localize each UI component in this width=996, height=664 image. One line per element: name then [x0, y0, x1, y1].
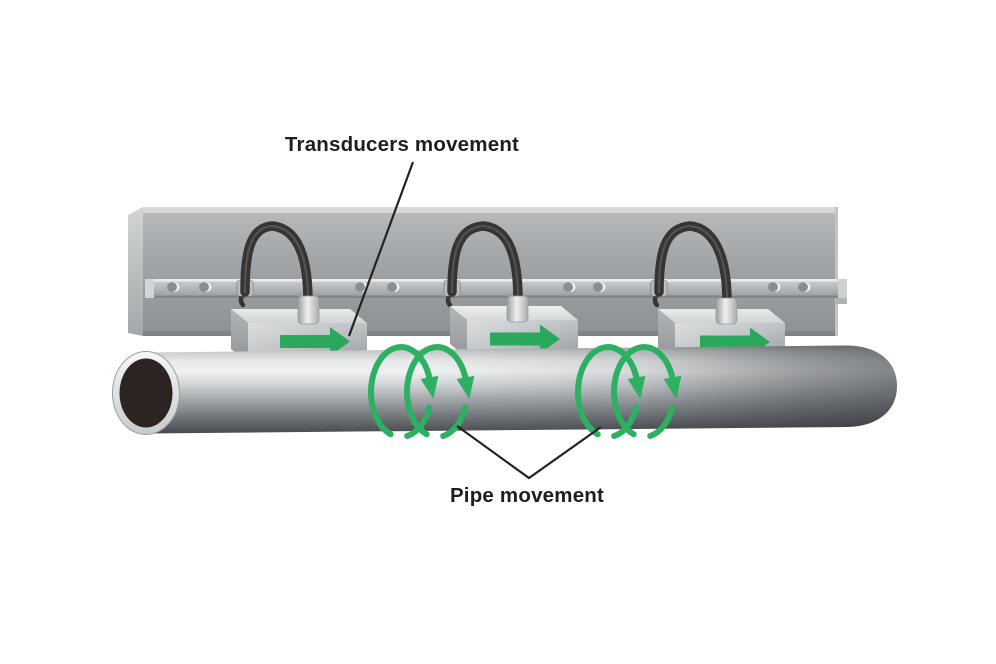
rail-right-endcap [838, 279, 847, 298]
rail-hole [768, 282, 781, 292]
rail-holes [167, 282, 811, 292]
rail-hole [593, 282, 606, 292]
right-arrow-icon [280, 327, 350, 356]
pipe-right-shading [146, 345, 897, 434]
rotation-arrow-icon [404, 344, 475, 439]
rail-hole [199, 282, 212, 292]
rail-top-highlight [145, 279, 847, 282]
rail-hole [563, 282, 576, 292]
backplate-right-edge [835, 207, 838, 336]
rotation-arrow-icon [611, 344, 682, 439]
mounting-rail [145, 279, 847, 304]
loop-arc-tail [647, 404, 676, 439]
cable-connector [297, 295, 320, 325]
cable-sheen [243, 224, 310, 304]
backplate-top-highlight [143, 207, 838, 213]
rail-bar [145, 279, 847, 298]
pipe-bore [119, 358, 173, 428]
cable-connector [715, 297, 738, 325]
cable-sheen [657, 224, 729, 304]
pipe-rotation-loop-group-1 [368, 344, 475, 439]
loop-arc-main [404, 344, 469, 438]
cable-connector [506, 295, 529, 323]
rail-hole [387, 282, 400, 292]
loop-arrowhead [627, 375, 646, 400]
block-left-face [450, 306, 467, 358]
block-left-face [231, 309, 248, 363]
cable-sheen [450, 224, 520, 302]
annotations: Transducers movement Pipe movement [285, 133, 604, 507]
transducers-movement-label: Transducers movement [285, 133, 519, 156]
rail-right-tab [836, 298, 847, 304]
loop-arc-main [611, 344, 676, 438]
backplate-left-edge [128, 207, 143, 336]
rail-hole [798, 282, 811, 292]
loop-arc-tail [440, 404, 469, 439]
rail-left-endcap [145, 279, 154, 298]
transducers-leader-line [347, 161, 415, 337]
rail-bottom-shadow [145, 295, 847, 298]
loop-arrowhead [663, 375, 682, 400]
loop-arrowhead [456, 375, 475, 400]
rail-hole [167, 282, 180, 292]
pipe-movement-label: Pipe movement [450, 484, 604, 507]
rail-hole [355, 282, 368, 292]
pipe-rotation-loop-group-2 [575, 344, 682, 439]
pipe-leader-line [456, 425, 602, 480]
pipe [112, 345, 897, 435]
loop-arrowhead [420, 375, 439, 400]
right-arrow-icon [490, 324, 560, 354]
